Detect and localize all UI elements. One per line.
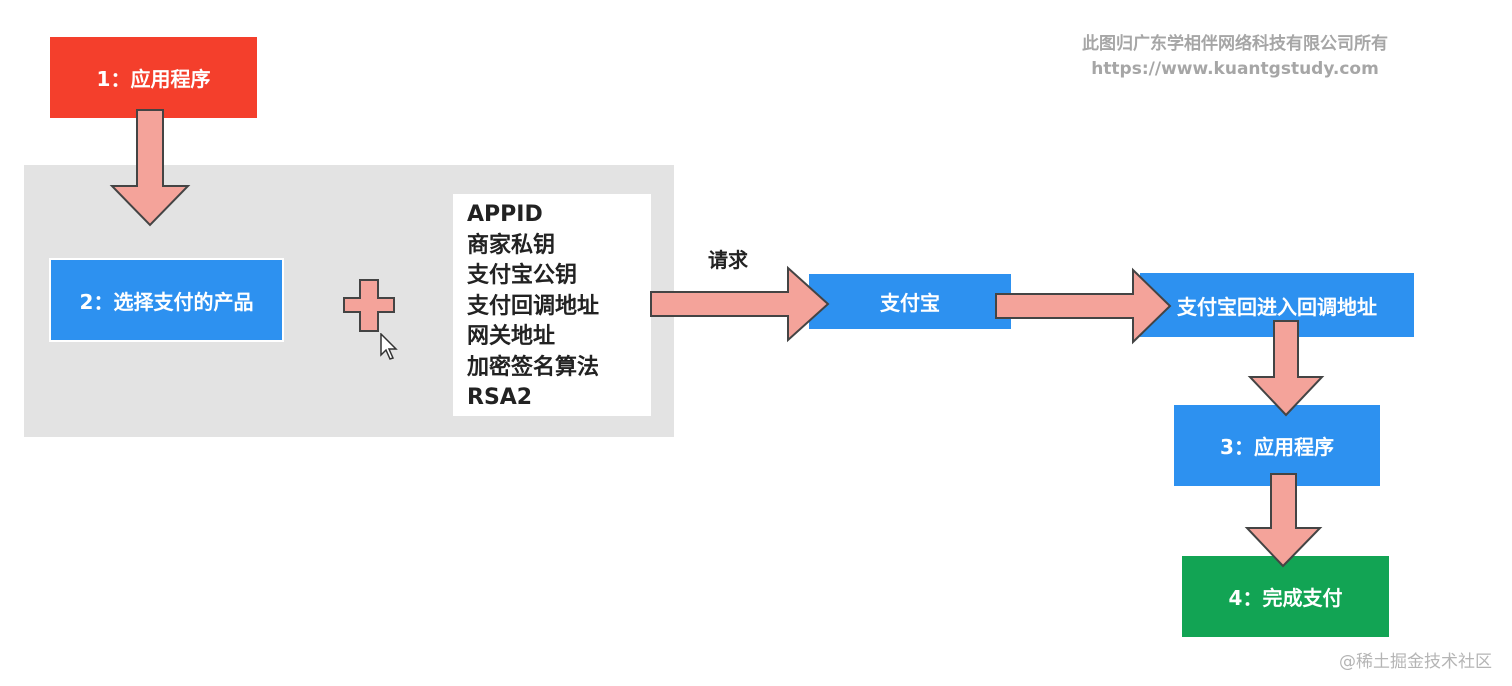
param-item: 网关地址 xyxy=(467,324,556,349)
watermark: 此图归广东学相伴网络科技有限公司所有 https://www.kuantgstu… xyxy=(1040,32,1430,82)
arrow-right-icon xyxy=(650,265,830,343)
footer-watermark: @稀土掘金技术社区 xyxy=(1339,652,1492,672)
param-item: 商家私钥 xyxy=(467,232,556,258)
node-complete: 4：完成支付 xyxy=(1182,556,1389,637)
param-item: APPID xyxy=(467,202,543,227)
node-alipay: 支付宝 xyxy=(809,274,1011,329)
arrow-down-icon xyxy=(1244,473,1323,568)
param-list: APPID 商家私钥 支付宝公钥 支付回调地址 网关地址 加密签名算法 RSA2 xyxy=(453,194,651,416)
param-item: RSA2 xyxy=(467,385,533,410)
request-label: 请求 xyxy=(708,248,748,272)
watermark-line-1: 此图归广东学相伴网络科技有限公司所有 xyxy=(1082,34,1388,54)
arrow-down-icon xyxy=(1247,320,1325,417)
param-item: 支付回调地址 xyxy=(467,293,600,319)
plus-icon xyxy=(343,279,395,332)
param-item: 支付宝公钥 xyxy=(467,263,578,288)
arrow-right-icon xyxy=(995,267,1172,345)
watermark-line-2: https://www.kuantgstudy.com xyxy=(1091,59,1379,79)
node-app-end: 3：应用程序 xyxy=(1174,405,1380,486)
mouse-cursor-icon xyxy=(380,333,398,360)
arrow-down-icon xyxy=(109,109,191,227)
node-app-start: 1：应用程序 xyxy=(50,37,257,118)
node-select-product: 2：选择支付的产品 xyxy=(49,258,284,342)
param-item: 加密签名算法 xyxy=(467,354,600,380)
